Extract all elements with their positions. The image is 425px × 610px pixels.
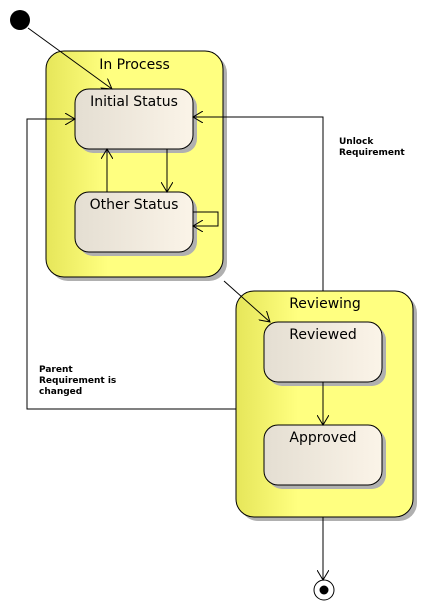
edge-label-line: Unlock xyxy=(339,137,374,147)
state-reviewed[interactable]: Reviewed xyxy=(263,321,386,386)
state-approved[interactable]: Approved xyxy=(263,424,386,489)
edge-label-line: Requirement is xyxy=(39,376,117,386)
state-other-status[interactable]: Other Status xyxy=(74,191,197,256)
composite-title-reviewing: Reviewing xyxy=(289,296,361,312)
composite-title-in-process: In Process xyxy=(99,57,170,73)
start-node xyxy=(10,10,30,30)
state-label-reviewed: Reviewed xyxy=(289,327,356,343)
edge-label-line: Requirement xyxy=(339,148,405,158)
transition-other-self-loop xyxy=(193,211,219,226)
state-initial-status[interactable]: Initial Status xyxy=(74,88,197,153)
state-label-other-status: Other Status xyxy=(90,197,179,213)
transition-unlock-requirement xyxy=(193,117,324,291)
transition-start-to-initial xyxy=(27,27,112,89)
edge-label-unlock-requirement: Unlock Requirement xyxy=(339,137,405,159)
transition-inprocess-to-reviewing xyxy=(223,280,270,322)
end-node xyxy=(313,579,335,601)
edge-label-line: changed xyxy=(39,387,83,397)
edge-label-parent-changed: Parent Requirement is changed xyxy=(39,365,116,398)
edge-label-line: Parent xyxy=(39,365,73,375)
state-label-approved: Approved xyxy=(289,430,356,446)
transition-parent-changed xyxy=(26,119,236,410)
state-label-initial-status: Initial Status xyxy=(90,94,178,110)
